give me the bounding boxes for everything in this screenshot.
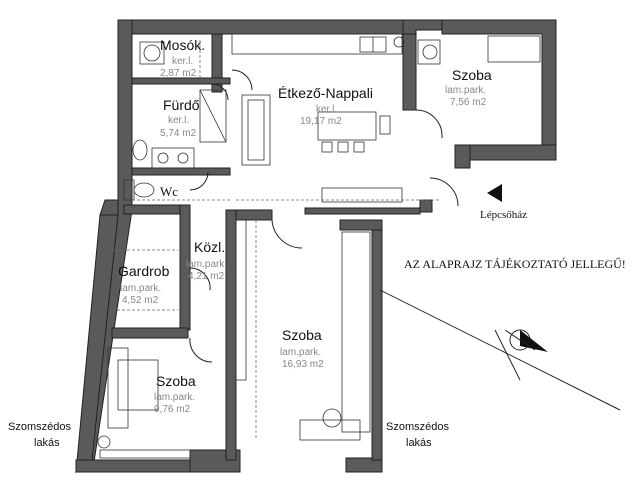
- room-szoba-ne-floor: lam.park.: [445, 85, 486, 96]
- wall-kozl-left: [179, 204, 191, 331]
- room-szoba-c-floor: lam.park.: [280, 347, 321, 358]
- room-szoba-ne-name: Szoba: [452, 67, 492, 83]
- fixtures: [97, 33, 541, 459]
- room-szoba-sw-area: 9,76 m2: [154, 404, 191, 415]
- neighbor-right-line1: Szomszédos: [386, 421, 449, 433]
- doors: [132, 69, 459, 363]
- door-center-room: [271, 219, 303, 249]
- chair-icon: [322, 408, 342, 428]
- room-furdo-area: 5,74 m2: [160, 128, 197, 139]
- annotations: Lépcsőház AZ ALAPRAJZ TÁJÉKOZTATÓ JELLEG…: [8, 209, 626, 449]
- wall-gardrob-bottom: [111, 327, 189, 339]
- room-mosok-name: Mosók.: [160, 37, 205, 53]
- room-gardrob-area: 4,52 m2: [122, 295, 159, 306]
- neighbor-right-line2: lakás: [406, 437, 432, 449]
- triangle-left-icon: [487, 184, 502, 202]
- tv-unit: [321, 187, 403, 203]
- door-entrance: [429, 177, 459, 207]
- room-furdo-name: Fürdő: [163, 97, 200, 113]
- west-wall-joint: [99, 199, 119, 216]
- ne-corner: [454, 144, 471, 169]
- compass-icon: [379, 289, 621, 411]
- room-szoba-c-area: 16,93 m2: [282, 359, 324, 370]
- room-mosok-area: 2,87 m2: [160, 68, 197, 79]
- wardrobe-icon: [235, 219, 247, 381]
- bed-center-icon: [341, 231, 371, 433]
- bed-icon: [487, 35, 541, 63]
- ne-partition: [402, 33, 417, 111]
- armchair-icon: [417, 39, 441, 65]
- wall-c-right: [371, 219, 383, 461]
- room-szoba-sw-name: Szoba: [156, 373, 196, 389]
- door-ne-room: [415, 109, 443, 139]
- room-szoba-c-name: Szoba: [282, 327, 322, 343]
- room-mosok-floor: ker.l.: [172, 56, 193, 67]
- toilet-icon: [133, 182, 155, 198]
- room-kozl-name: Közl.: [194, 239, 225, 255]
- room-nappali-name: Étkező-Nappali: [278, 85, 373, 101]
- wall-c-top-right: [339, 219, 383, 231]
- room-furdo-floor: ker.l.: [168, 115, 189, 126]
- washer-icon: [139, 41, 165, 65]
- sofa-icon: [241, 94, 271, 166]
- double-sink-icon: [151, 147, 195, 169]
- door-mosok: [231, 69, 253, 91]
- room-gardrob-name: Gardrob: [118, 263, 170, 279]
- wall-c-left: [225, 209, 237, 461]
- room-kozl-floor: lam.park.: [186, 259, 227, 270]
- room-szoba-sw-floor: lam.park.: [154, 392, 195, 403]
- shower-icon: [199, 89, 227, 143]
- room-gardrob-floor: lam.park.: [120, 283, 161, 294]
- room-szoba-ne-area: 7,56 m2: [450, 97, 487, 108]
- room-wc-name: Wc: [160, 184, 178, 199]
- inner-walls: [111, 33, 433, 461]
- dining-table-icon: [317, 111, 377, 141]
- kitchen-counter: [231, 33, 403, 55]
- neighbor-left-line2: lakás: [34, 437, 60, 449]
- stairs-label: Lépcsőház: [480, 209, 527, 221]
- plant-icon: [393, 36, 405, 48]
- bed-sw-icon: [117, 359, 159, 411]
- neighbor-left-line1: Szomszédos: [8, 421, 71, 433]
- wall-stub: [419, 199, 433, 213]
- room-nappali-area: 19,17 m2: [300, 116, 342, 127]
- desk-icon: [299, 419, 361, 441]
- south-pillar-2: [345, 457, 383, 473]
- door-sw-room: [189, 337, 213, 363]
- room-kozl-area: 4,21 m2: [188, 271, 225, 282]
- toilet-bath-icon: [132, 139, 148, 161]
- wall-furdo-bottom: [131, 167, 231, 176]
- door-kozl: [189, 267, 211, 291]
- wall-mosok-bottom: [131, 77, 231, 85]
- door-wc: [189, 171, 209, 191]
- door-furdo: [211, 83, 229, 101]
- room-labels: Mosók. ker.l. 2,87 m2 Fürdő ker.l. 5,74 …: [118, 37, 492, 415]
- room-nappali-floor: ker.l.: [316, 104, 337, 115]
- wardrobe-sw-icon: [107, 347, 129, 429]
- plant-sw-icon: [97, 435, 111, 449]
- wall-c-top: [304, 207, 421, 215]
- washer-drum-icon: [143, 44, 161, 62]
- north-arrow: [520, 330, 548, 352]
- disclaimer-label: AZ ALAPRAJZ TÁJÉKOZTATÓ JELLEGŰ!: [404, 257, 626, 271]
